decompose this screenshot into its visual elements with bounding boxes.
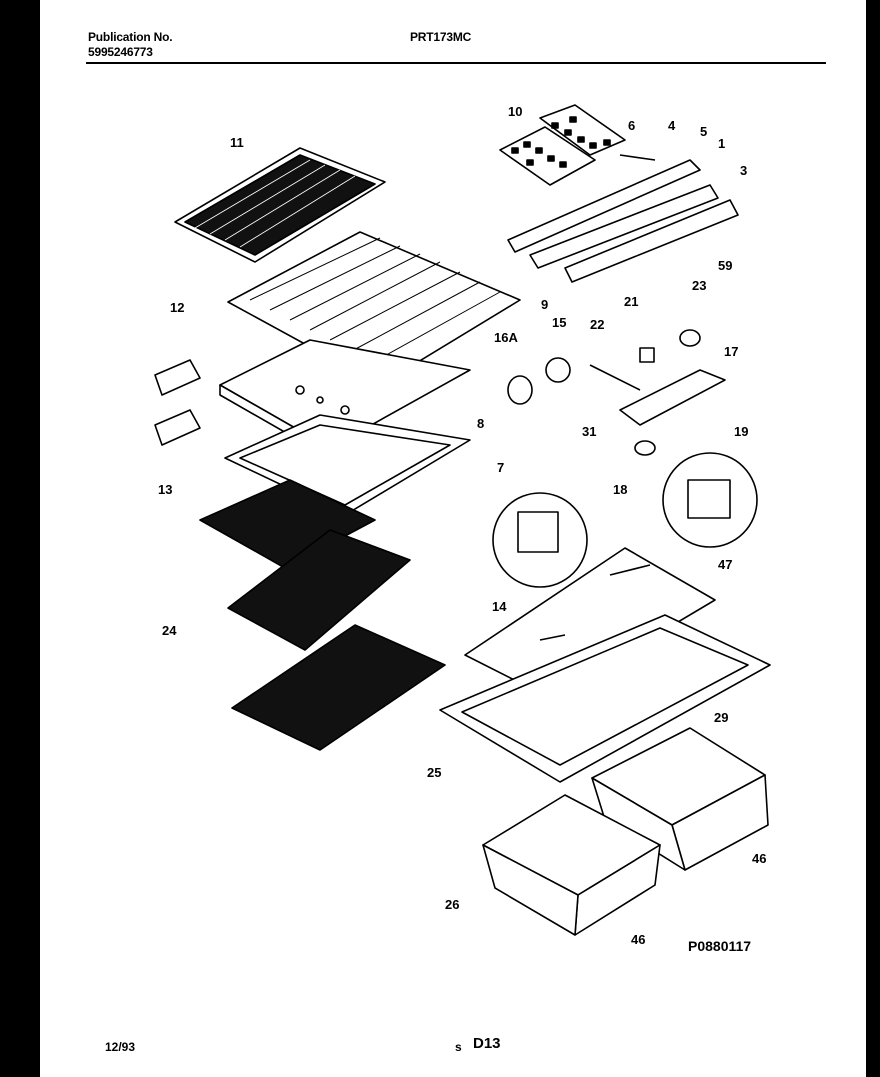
- callout-11: 11: [230, 135, 244, 150]
- footer-date: 12/93: [105, 1040, 136, 1054]
- callout-26: 26: [445, 897, 460, 912]
- callout-1: 1: [718, 136, 726, 151]
- callout-16a: 16A: [494, 330, 518, 345]
- detail-circle-14: [492, 492, 588, 588]
- publication-number: 5995246773: [88, 45, 153, 59]
- shelf-bracket-bottom: [154, 409, 201, 446]
- callout-10: 10: [508, 104, 523, 119]
- callout-7: 7: [497, 460, 505, 475]
- right-scan-border: [866, 0, 880, 1077]
- footer-section-mark: s: [455, 1040, 462, 1054]
- model-number: PRT173MC: [410, 30, 472, 44]
- knob-18: [634, 440, 656, 456]
- ice-trays: [499, 104, 626, 186]
- callout-13: 13: [158, 482, 173, 497]
- callout-19: 19: [734, 424, 749, 439]
- header-rule: [86, 62, 826, 64]
- crisper-drawer-right: [591, 727, 769, 871]
- callout-25: 25: [427, 765, 442, 780]
- wire-shelf-2: [227, 529, 411, 651]
- callout-24: 24: [162, 623, 177, 638]
- freezer-wire-shelf: [174, 147, 386, 263]
- control-23: [679, 329, 701, 347]
- footer-page-code: D13: [473, 1035, 501, 1052]
- publication-label: Publication No.: [88, 30, 173, 44]
- callout-31: 31: [582, 424, 597, 439]
- callout-21: 21: [624, 294, 639, 309]
- callout-17: 17: [724, 344, 739, 359]
- drawing-number: P0880117: [688, 938, 752, 954]
- crisper-cover-frame: [439, 614, 771, 783]
- callout-12: 12: [170, 300, 185, 315]
- crisper-drawer-left: [482, 794, 661, 936]
- left-scan-border: [0, 0, 40, 1077]
- wire-shelf-3: [231, 624, 446, 751]
- callout-14: 14: [492, 599, 507, 614]
- callout-6: 6: [628, 118, 636, 133]
- wire-shelf-1: [199, 479, 376, 569]
- callout-46-left: 46: [631, 932, 646, 947]
- switch-21: [639, 347, 655, 363]
- freezer-shelf-panel: [227, 231, 521, 386]
- shelf-support-rails: [507, 154, 739, 283]
- callout-23: 23: [692, 278, 707, 293]
- rod-22: [589, 364, 641, 391]
- callout-29: 29: [714, 710, 729, 725]
- callout-22: 22: [590, 317, 605, 332]
- shelf-bracket-top: [154, 359, 201, 396]
- callout-9: 9: [541, 297, 549, 312]
- callout-46-right: 46: [752, 851, 767, 866]
- light-shield: [619, 369, 726, 426]
- callout-3: 3: [740, 163, 748, 178]
- callout-18: 18: [613, 482, 628, 497]
- light-bulb: [545, 357, 571, 383]
- callout-8: 8: [477, 416, 485, 431]
- light-socket: [507, 375, 533, 405]
- callout-5: 5: [700, 124, 708, 139]
- callout-4: 4: [668, 118, 676, 133]
- detail-circle-19: [662, 452, 758, 548]
- callout-15: 15: [552, 315, 567, 330]
- callout-47: 47: [718, 557, 733, 572]
- callout-59: 59: [718, 258, 733, 273]
